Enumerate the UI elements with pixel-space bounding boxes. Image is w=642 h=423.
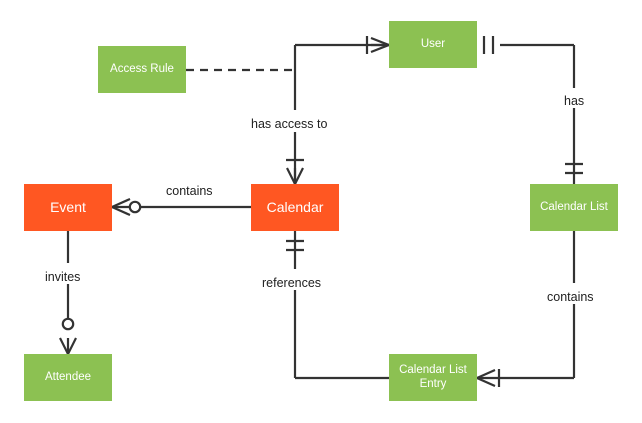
entity-attendee[interactable]: Attendee — [24, 354, 112, 401]
connector-references-calendar-entry — [293, 231, 389, 380]
relationship-label-contains-list-entry: contains — [545, 290, 596, 304]
entity-calendar-list-label: Calendar List — [540, 200, 608, 213]
connector-contains-list-entry — [495, 231, 576, 380]
entity-event[interactable]: Event — [24, 184, 112, 231]
entity-access-rule-label: Access Rule — [110, 62, 174, 75]
connector-has-user-calendarlist — [500, 43, 576, 184]
relationship-label-has-access-to: has access to — [249, 117, 330, 131]
cardinality-one-or-many-calendar-top — [286, 158, 304, 185]
cardinality-exactly-one-calendarlist-top — [565, 162, 583, 175]
relationship-label-invites: invites — [43, 270, 83, 284]
entity-attendee-label: Attendee — [44, 370, 92, 383]
entity-calendar-label: Calendar — [266, 199, 324, 216]
entity-calendar-list-entry-label: Calendar List Entry — [399, 364, 467, 390]
entity-access-rule[interactable]: Access Rule — [98, 46, 186, 93]
entity-calendar-list[interactable]: Calendar List — [530, 184, 618, 231]
entity-event-label: Event — [50, 199, 86, 216]
entity-calendar-list-entry[interactable]: Calendar List Entry — [389, 354, 477, 401]
entity-user[interactable]: User — [389, 21, 477, 68]
relationship-label-references: references — [260, 276, 324, 290]
cardinality-zero-or-many-attendee-top — [59, 317, 77, 355]
entity-calendar[interactable]: Calendar — [251, 184, 339, 231]
cardinality-one-or-many-entry-right — [476, 368, 501, 388]
relationship-label-has: has — [562, 94, 587, 108]
cardinality-zero-or-many-event-right — [111, 197, 142, 217]
entity-user-label: User — [420, 37, 446, 50]
cardinality-exactly-one-calendar-bottom — [286, 239, 304, 252]
connector-has-access-to — [293, 43, 389, 184]
cardinality-one-or-many-user-left — [365, 36, 390, 54]
cardinality-exactly-one-user-right — [482, 36, 495, 54]
relationship-label-contains-event-calendar: contains — [164, 184, 215, 198]
